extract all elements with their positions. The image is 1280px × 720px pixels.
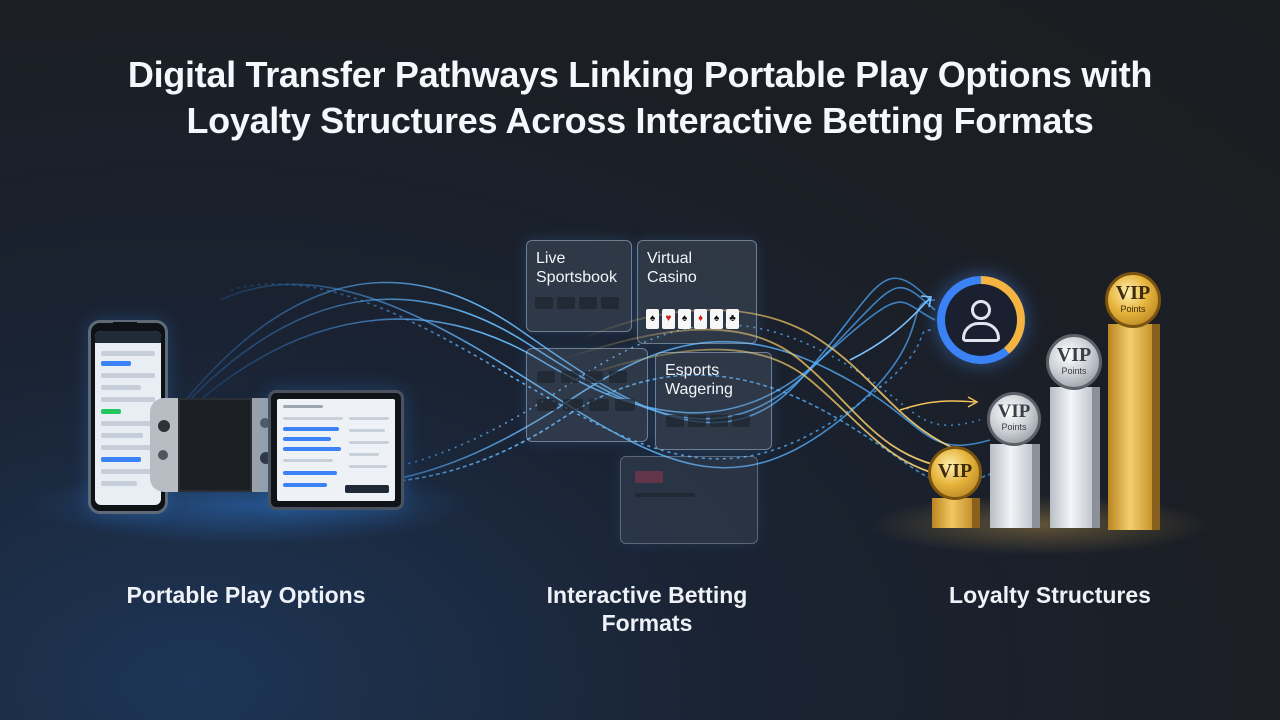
playing-card-icon: ♥: [662, 309, 675, 329]
tier-pillar-1: [932, 498, 980, 528]
card-esports-wagering: Esports Wagering: [655, 352, 772, 450]
user-avatar-icon: [937, 276, 1025, 364]
card-live-sportsbook: Live Sportsbook: [526, 240, 632, 332]
blue-flow-lines: [169, 277, 1001, 486]
vip-points-coin-icon: VIP Points: [1105, 272, 1161, 328]
tablet-action-button: [345, 485, 389, 493]
phone-notch: [113, 322, 137, 328]
playing-card-icon: ♠: [678, 309, 691, 329]
vip-points-coin-icon: VIP Points: [1046, 334, 1102, 390]
tier-pillar-4: [1108, 324, 1160, 530]
playing-card-icon: ♠: [646, 309, 659, 329]
tablet-icon: [268, 390, 404, 510]
caption-interactive-betting: Interactive Betting Formats: [546, 582, 748, 636]
caption-loyalty-structures: Loyalty Structures: [949, 582, 1151, 608]
caption-portable-play: Portable Play Options: [126, 582, 366, 608]
card-esports-wagering-title: Esports Wagering: [665, 362, 733, 398]
vip-coin-icon: VIP: [928, 446, 982, 500]
arrow-right-icon: [899, 396, 979, 411]
title-line-2: Loyalty Structures Across Interactive Be…: [186, 100, 1094, 141]
left-controller: [150, 398, 178, 492]
card-virtual-casino: Virtual Casino ♠ ♥ ♠ ♦ ♠ ♣: [637, 240, 757, 344]
page-title: Digital Transfer Pathways Linking Portab…: [0, 52, 1280, 144]
tablet-screen: [277, 399, 395, 501]
playing-card-icon: ♣: [726, 309, 739, 329]
console-screen: [178, 398, 252, 492]
card-live-sportsbook-title: Live Sportsbook: [536, 250, 617, 286]
playing-card-icon: ♦: [694, 309, 707, 329]
handheld-console-icon: [150, 398, 280, 492]
playing-card-icon: ♠: [710, 309, 723, 329]
title-line-1: Digital Transfer Pathways Linking Portab…: [127, 54, 1153, 95]
card-sports-odds: [526, 348, 648, 442]
vip-points-coin-icon: VIP Points: [987, 392, 1041, 446]
tier-pillar-2: [990, 444, 1040, 528]
tier-pillar-3: [1050, 387, 1100, 528]
card-extra-format: [620, 456, 758, 544]
arrow-right-icon: [849, 295, 932, 361]
card-virtual-casino-title: Virtual Casino: [647, 250, 697, 286]
